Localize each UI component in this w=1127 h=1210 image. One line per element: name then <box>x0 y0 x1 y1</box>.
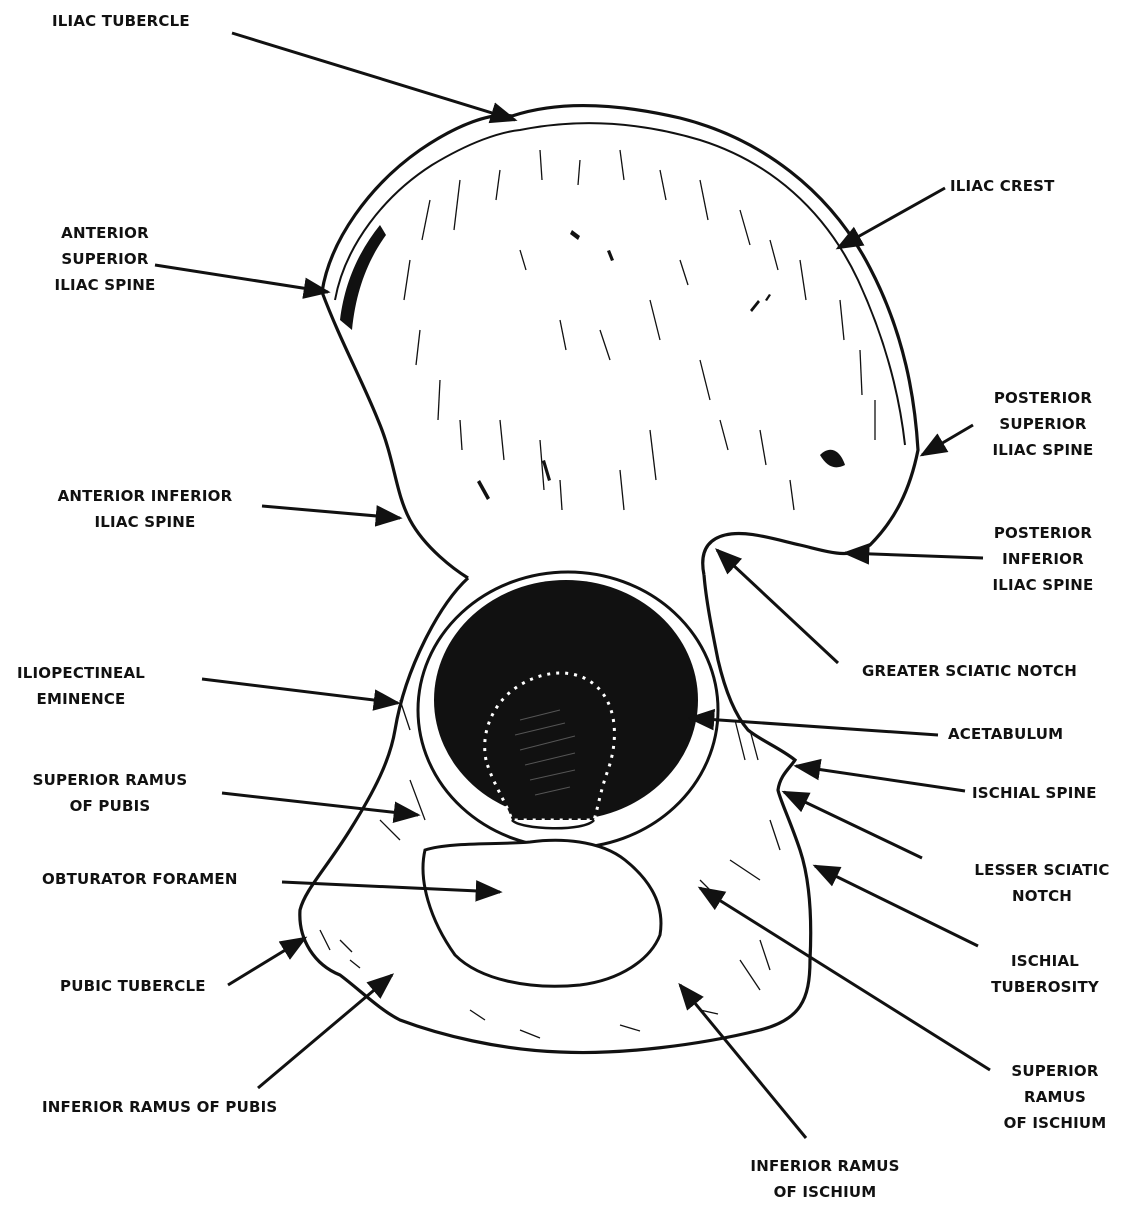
label-line: ANTERIOR INFERIOR <box>30 483 260 509</box>
label-pubic-tubercle-text: PUBIC TUBERCLE <box>60 973 206 999</box>
label-inf-ramus-pubis-text: INFERIOR RAMUS OF PUBIS <box>42 1094 277 1120</box>
label-iliac-tubercle: ILIAC TUBERCLE <box>52 8 190 34</box>
label-anterior-superior-iliac-spine: ANTERIOR SUPERIOR ILIAC SPINE <box>30 220 180 298</box>
label-line: TUBEROSITY <box>985 974 1105 1000</box>
arrow-iliopectineal <box>202 679 398 703</box>
label-line: SUPERIOR <box>995 1058 1115 1084</box>
label-line: SUPERIOR <box>30 246 180 272</box>
ilium-marks <box>477 230 845 500</box>
arrow-sup-ramus-pubis <box>222 793 418 815</box>
arrow-ischial-tuberosity <box>815 866 978 946</box>
arrow-inf-ramus-ischium <box>680 985 806 1138</box>
label-line: RAMUS <box>995 1084 1115 1110</box>
arrow-aiis <box>262 506 400 518</box>
label-iliac-crest-text: ILIAC CREST <box>950 173 1055 199</box>
arrow-pubic-tubercle <box>228 938 305 985</box>
arrow-iliac-tubercle <box>232 33 515 120</box>
label-iliopectineal-eminence: ILIOPECTINEAL EMINENCE <box>6 660 156 712</box>
arrow-greater-sciatic <box>717 550 838 663</box>
anterior-crest-shading <box>340 225 386 330</box>
label-anterior-inferior-iliac-spine: ANTERIOR INFERIOR ILIAC SPINE <box>30 483 260 535</box>
label-greater-sciatic-text: GREATER SCIATIC NOTCH <box>862 658 1077 684</box>
label-ischial-spine-text: ISCHIAL SPINE <box>972 780 1097 806</box>
label-inferior-ramus-of-pubis: INFERIOR RAMUS OF PUBIS <box>42 1094 277 1120</box>
label-superior-ramus-of-pubis: SUPERIOR RAMUS OF PUBIS <box>30 767 190 819</box>
label-line: ILIAC SPINE <box>968 572 1118 598</box>
label-line: OF ISCHIUM <box>995 1110 1115 1136</box>
label-line: ILIAC SPINE <box>968 437 1118 463</box>
label-line: ILIAC SPINE <box>30 509 260 535</box>
label-obturator-text: OBTURATOR FORAMEN <box>42 866 238 892</box>
label-greater-sciatic-notch: GREATER SCIATIC NOTCH <box>862 658 1077 684</box>
label-line: SUPERIOR <box>968 411 1118 437</box>
arrow-acetabulum <box>690 718 938 735</box>
iliac-crest-lip <box>335 123 905 445</box>
label-obturator-foramen: OBTURATOR FORAMEN <box>42 866 238 892</box>
label-line: ILIAC SPINE <box>30 272 180 298</box>
label-line: LESSER SCIATIC <box>962 857 1122 883</box>
arrow-piis <box>845 553 983 558</box>
label-line: POSTERIOR <box>968 385 1118 411</box>
label-line: OF ISCHIUM <box>735 1179 915 1205</box>
label-line: POSTERIOR <box>968 520 1118 546</box>
label-posterior-superior-iliac-spine: POSTERIOR SUPERIOR ILIAC SPINE <box>968 385 1118 463</box>
arrow-iliac-crest <box>838 188 945 248</box>
label-pubic-tubercle: PUBIC TUBERCLE <box>60 973 206 999</box>
label-inferior-ramus-of-ischium: INFERIOR RAMUS OF ISCHIUM <box>735 1153 915 1205</box>
label-line: INFERIOR RAMUS <box>735 1153 915 1179</box>
label-line: SUPERIOR RAMUS <box>30 767 190 793</box>
label-ischial-spine: ISCHIAL SPINE <box>972 780 1097 806</box>
obturator-foramen <box>423 840 661 986</box>
arrow-inf-ramus-pubis <box>258 975 392 1088</box>
label-line: EMINENCE <box>6 686 156 712</box>
label-line: ILIOPECTINEAL <box>6 660 156 686</box>
label-superior-ramus-of-ischium: SUPERIOR RAMUS OF ISCHIUM <box>995 1058 1115 1136</box>
arrow-sup-ramus-ischium <box>700 888 990 1070</box>
ilium-outline <box>322 106 918 578</box>
arrow-psis <box>922 425 973 455</box>
label-line: OF PUBIS <box>30 793 190 819</box>
label-line: NOTCH <box>962 883 1122 909</box>
arrow-lesser-sciatic <box>784 792 922 858</box>
label-line: INFERIOR <box>968 546 1118 572</box>
arrow-asis <box>155 265 328 292</box>
label-line: ISCHIAL <box>985 948 1105 974</box>
label-lesser-sciatic-notch: LESSER SCIATIC NOTCH <box>962 857 1122 909</box>
arrow-ischial-spine <box>796 766 965 791</box>
label-ischial-tuberosity: ISCHIAL TUBEROSITY <box>985 948 1105 1000</box>
label-acetabulum: ACETABULUM <box>948 721 1063 747</box>
label-acetabulum-text: ACETABULUM <box>948 721 1063 747</box>
label-line: ANTERIOR <box>30 220 180 246</box>
label-posterior-inferior-iliac-spine: POSTERIOR INFERIOR ILIAC SPINE <box>968 520 1118 598</box>
label-iliac-crest: ILIAC CREST <box>950 173 1055 199</box>
label-iliac-tubercle-text: ILIAC TUBERCLE <box>52 8 190 34</box>
